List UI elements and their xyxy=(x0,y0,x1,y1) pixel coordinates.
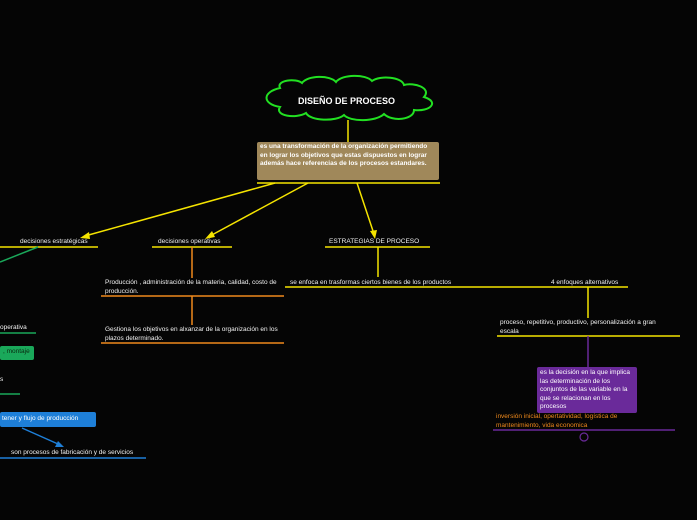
arrow-to-estrategias xyxy=(356,182,375,235)
node-enfoca[interactable]: se enfoca en trasformas ciertos bienes d… xyxy=(290,279,452,286)
definition-box[interactable]: es una transformación de la organización… xyxy=(257,142,439,180)
node-montaje-partial[interactable]: , montaje xyxy=(0,346,34,360)
branch-estrategias-de-proceso[interactable]: ESTRATEGIAS DE PROCESO xyxy=(329,238,420,245)
collapse-toggle-icon[interactable] xyxy=(579,432,589,442)
branch-decisiones-operativas[interactable]: decisiones operativas xyxy=(158,238,221,245)
branch-decisiones-estrategicas[interactable]: decisiones estratégicas xyxy=(20,238,88,245)
node-obtener-partial[interactable]: tener y flujo de producción xyxy=(0,412,96,427)
arrowhead-estrategicas xyxy=(80,232,90,239)
node-fabricacion[interactable]: son procesos de fabricación y de servici… xyxy=(11,449,134,456)
root-title[interactable]: DISEÑO DE PROCESO xyxy=(298,96,396,106)
node-enfoques-alternativos[interactable]: 4 enfoques alternativos xyxy=(551,279,619,286)
node-produccion[interactable]: Producción , administración de la materi… xyxy=(105,279,277,295)
node-gestiona[interactable]: Gestiona los objetivos en alxanzar de la… xyxy=(105,326,278,342)
arrow-to-operativas xyxy=(209,182,309,237)
node-inversion[interactable]: inversión inicial, opertatividad, logíst… xyxy=(496,413,618,429)
arrow-to-fabricacion xyxy=(21,427,59,445)
node-operativa-partial[interactable]: operativa xyxy=(0,324,27,331)
estrategicas-child-line xyxy=(0,246,39,263)
arrowhead-estrategias xyxy=(370,230,377,239)
node-decision-box[interactable]: es la decisión en la que implica las det… xyxy=(537,367,637,413)
node-proceso-repetitivo[interactable]: proceso, repetitivo, productivo, persona… xyxy=(500,319,656,335)
arrowhead-operativas xyxy=(205,231,215,239)
node-s-partial[interactable]: s xyxy=(0,376,4,383)
arrow-to-estrategicas xyxy=(84,182,276,237)
root-cloud-shape[interactable] xyxy=(265,74,434,122)
arrowhead-fabricacion xyxy=(55,441,64,447)
